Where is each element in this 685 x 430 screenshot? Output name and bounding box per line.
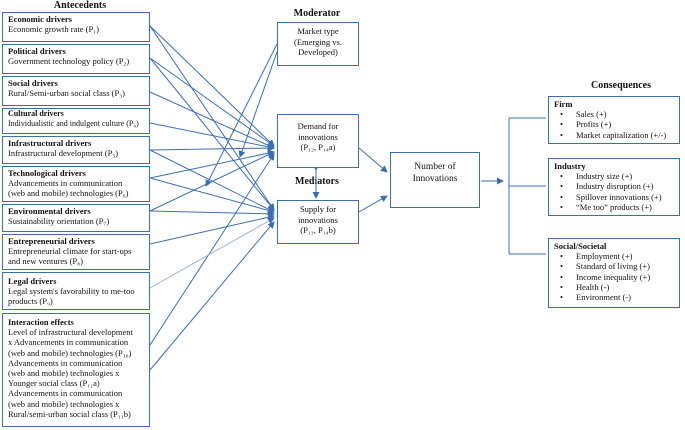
antecedent-line: Economic growth rate (P₁): [8, 24, 100, 35]
antecedent-title: Social drivers: [8, 78, 58, 88]
consequence-item: Industry size (+): [554, 171, 674, 181]
demand-line: innovations: [298, 131, 338, 142]
moderator-line: (Emerging vs.: [293, 36, 342, 47]
consequence-item: Income inequality (+): [554, 272, 674, 282]
consequence-industry: Industry Industry size (+) Industry disr…: [548, 158, 680, 216]
moderator-header: Moderator: [293, 8, 341, 19]
antecedents-header: Antecedents: [53, 0, 107, 11]
antecedent-title: Entrepreneurial drivers: [8, 236, 95, 246]
antecedent-title: Cultural drivers: [8, 109, 64, 118]
consequence-item: Standard of living (+): [554, 261, 674, 271]
consequence-item: Industry disruption (+): [554, 181, 674, 191]
antecedent-title: Interaction effects: [8, 317, 74, 327]
antecedent-title: Technological drivers: [8, 168, 86, 178]
supply-line: (P₁₃, P₁₄b): [300, 225, 336, 235]
antecedent-interaction-effects: Interaction effects Level of infrastruct…: [2, 313, 150, 427]
antecedent-line: Advancements in communication: [8, 357, 123, 368]
demand-line: (P₁₂, P₁₄a): [300, 142, 336, 152]
consequence-item: Health (-): [554, 282, 674, 292]
moderator-market-type: Market type (Emerging vs. Developed): [277, 22, 359, 66]
moderator-line: Developed): [298, 47, 338, 57]
antecedent-line: Individualistic and indulgent culture (P…: [8, 119, 139, 129]
supply-line: Supply for: [299, 204, 337, 214]
consequences-header: Consequences: [590, 80, 651, 91]
antecedent-line: Infrastructural development (P₅): [8, 148, 119, 159]
consequence-title: Firm: [554, 99, 573, 109]
antecedent-title: Environmental drivers: [8, 206, 91, 216]
antecedent-line: and new ventures (P₈): [8, 256, 83, 267]
antecedent-line: Advancements in communication: [8, 178, 123, 189]
antecedent-line: Rural/semi-urban social class (P₁₁b): [8, 408, 131, 419]
antecedent-infrastructural: Infrastructural drivers Infrastructural …: [2, 136, 150, 164]
antecedent-technological: Technological drivers Advancements in co…: [2, 166, 150, 202]
consequence-firm: Firm Sales (+) Profits (+) Market capita…: [548, 96, 680, 144]
consequence-title: Social/Societal: [554, 241, 607, 251]
antecedent-entrepreneurial: Entrepreneurial drivers Entrepreneurial …: [2, 234, 150, 270]
antecedent-environmental: Environmental drivers Sustainability ori…: [2, 204, 150, 232]
antecedent-line: (web and mobile) technologies x: [8, 368, 120, 379]
antecedent-title: Infrastructural drivers: [8, 138, 92, 148]
antecedent-line: Government technology policy (P₂): [8, 56, 130, 67]
antecedent-line: (web and mobile) technologies (P₁₀): [8, 347, 132, 358]
number-of-innovations: Number of Innovations: [390, 152, 480, 208]
antecedent-line: x Advancements in communication: [8, 337, 129, 348]
antecedent-cultural: Cultural drivers Individualistic and ind…: [2, 108, 150, 134]
consequence-social-societal: Social/Societal Employment (+) Standard …: [548, 238, 680, 308]
number-line: Number of: [414, 162, 456, 172]
supply-for-innovations: Supply for innovations (P₁₃, P₁₄b): [277, 200, 359, 244]
antecedent-line: Sustainability orientation (P₇): [8, 216, 110, 227]
antecedent-economic: Economic drivers Economic growth rate (P…: [2, 12, 150, 42]
consequence-item: Employment (+): [554, 251, 674, 261]
antecedent-legal: Legal drivers Legal system's favorabilit…: [2, 272, 150, 310]
consequence-item: Environment (-): [554, 292, 674, 302]
consequence-item: Market capitalization (+/-): [554, 130, 674, 140]
antecedent-line: (web and mobile) technologies (P₆): [8, 188, 129, 199]
antecedent-social: Social drivers Rural/Semi-urban social c…: [2, 76, 150, 106]
antecedent-line: Level of infrastructural development: [8, 327, 133, 338]
consequence-item: Spillover innovations (+): [554, 192, 674, 202]
supply-line: innovations: [298, 214, 338, 225]
antecedent-political: Political drivers Government technology …: [2, 44, 150, 74]
antecedent-line: Advancements in communication: [8, 388, 123, 399]
antecedent-title: Economic drivers: [8, 14, 72, 24]
antecedent-line: (web and mobile) technologies x: [8, 398, 120, 409]
demand-for-innovations: Demand for innovations (P₁₂, P₁₄a): [277, 114, 359, 168]
consequence-title: Industry: [554, 161, 586, 171]
antecedent-line: products (P₉): [8, 296, 53, 307]
antecedent-line: Entrepreneurial climate for start-ups: [8, 246, 132, 257]
consequence-item: Profits (+): [554, 119, 674, 129]
antecedent-title: Legal drivers: [8, 276, 57, 286]
moderator-line: Market type: [297, 26, 339, 36]
antecedent-line: Rural/Semi-urban social class (P₃): [8, 88, 125, 99]
antecedent-line: Legal system's favorability to me-too: [8, 286, 135, 297]
antecedent-line: Younger social class (P₁₁a): [8, 378, 100, 389]
antecedent-title: Political drivers: [8, 46, 66, 56]
consequence-item: Sales (+): [554, 109, 674, 119]
demand-line: Demand for: [297, 121, 339, 131]
consequence-item: “Me too” products (+): [554, 202, 674, 212]
number-line: Innovations: [412, 174, 458, 184]
